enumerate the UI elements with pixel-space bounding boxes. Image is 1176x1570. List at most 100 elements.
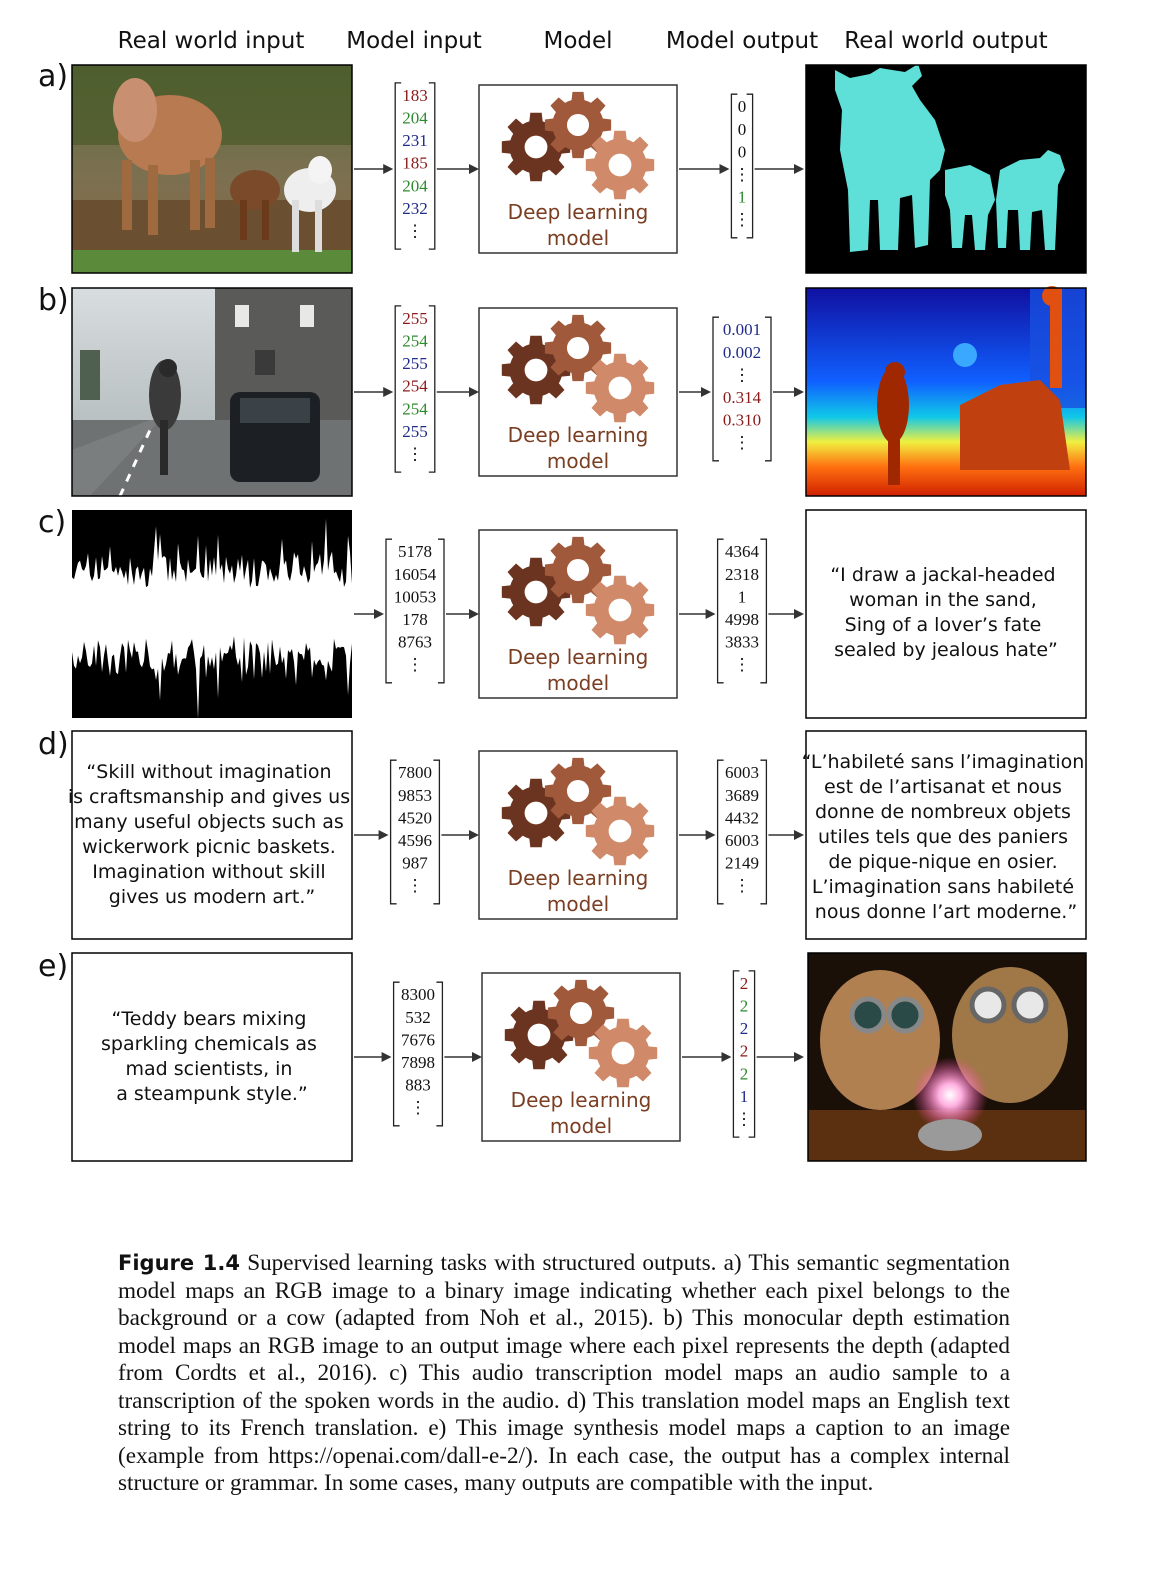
transcription-box: “I draw a jackal-headed woman in the san… <box>805 509 1087 719</box>
teddy-bears-image <box>807 952 1087 1162</box>
vector-entry: ⋮ <box>407 876 424 895</box>
vector-entry: 254 <box>402 332 428 351</box>
vector-entry: ⋮ <box>407 222 424 241</box>
model-output-vector-d: 6003 3689 4432 6003 2149 ⋮ <box>716 759 768 905</box>
bracket-left <box>394 82 402 250</box>
bracket-right <box>748 970 756 1138</box>
input-text-box-d: “Skill without imagination is craftsmans… <box>68 730 353 940</box>
row-labels: a) b) c) d) e) <box>38 59 69 984</box>
vector-entry: 2 <box>740 1042 749 1061</box>
figure-caption: Figure 1.4 Supervised learning tasks wit… <box>118 1250 1010 1498</box>
caption-label: Figure 1.4 <box>118 1251 241 1275</box>
vector-entry: 255 <box>402 309 428 328</box>
column-headings: Real world input Model input Model Model… <box>118 28 1048 54</box>
vector-entry: 4998 <box>725 610 759 629</box>
vector-entry: 0.310 <box>723 411 761 430</box>
bracket-left <box>389 759 397 905</box>
vector-entry: 6003 <box>725 831 759 850</box>
bracket-right <box>428 305 436 473</box>
vector-entry: 8300 <box>401 985 435 1004</box>
audio-waveform <box>72 510 352 719</box>
segmentation-mask <box>805 64 1087 274</box>
model-output-vector-c: 4364 2318 1 4998 3833 ⋮ <box>716 538 768 684</box>
model-output-vector-e: 2 2 2 2 2 1 ⋮ <box>732 970 756 1138</box>
vector-entry: 0 <box>738 142 747 161</box>
col-head-model-output: Model output <box>666 28 818 54</box>
model-label: Deep learning <box>508 866 649 890</box>
vector-entry: 532 <box>405 1008 431 1027</box>
vector-entry: 2 <box>740 997 749 1016</box>
vector-entry: ⋮ <box>736 1110 753 1129</box>
vector-entry: 4432 <box>725 808 759 827</box>
row-label-e: e) <box>38 949 68 984</box>
arrows <box>354 164 804 1062</box>
translation-box: “L’habileté sans l’imagination est de l’… <box>802 730 1091 940</box>
col-head-model: Model <box>543 28 612 54</box>
vector-entry: ⋮ <box>734 655 751 674</box>
vector-entry: 0 <box>738 120 747 139</box>
model-label-sub: model <box>550 1114 612 1138</box>
vector-entry: 2318 <box>725 565 759 584</box>
bracket-left <box>732 970 740 1138</box>
vector-entry: ⋮ <box>410 1098 427 1117</box>
bracket-right <box>433 759 441 905</box>
vector-entry: 183 <box>402 86 428 105</box>
vector-entry: 2 <box>740 1019 749 1038</box>
bracket-left <box>394 305 402 473</box>
vector-entry: 254 <box>402 399 428 418</box>
vector-entry: 4596 <box>398 831 432 850</box>
bracket-left <box>730 93 738 239</box>
vector-entry: 0.001 <box>723 320 761 339</box>
vector-entry: 2149 <box>725 854 759 873</box>
cow-photo <box>71 64 353 274</box>
vector-entry: 2 <box>740 1064 749 1083</box>
col-head-real-world-input: Real world input <box>118 28 305 54</box>
vector-entry: 10053 <box>394 587 437 606</box>
vector-entry: 6003 <box>725 763 759 782</box>
bracket-right <box>428 82 436 250</box>
transcription-text: “I draw a jackal-headed woman in the san… <box>830 564 1061 661</box>
vector-entry: 232 <box>402 199 428 218</box>
vector-entry: 3833 <box>725 633 759 652</box>
vector-entry: 883 <box>405 1076 431 1095</box>
row-label-c: c) <box>38 505 66 540</box>
vector-entry: 204 <box>402 109 428 128</box>
vector-entry: ⋮ <box>734 433 751 452</box>
model-label: Deep learning <box>508 423 649 447</box>
bracket-left <box>716 538 724 684</box>
vector-entry: 2 <box>740 974 749 993</box>
vector-entry: 1 <box>740 1087 749 1106</box>
vector-entry: 3689 <box>725 786 759 805</box>
vector-entry: 231 <box>402 131 428 150</box>
bracket-left <box>385 538 392 684</box>
model-label-sub: model <box>547 226 609 250</box>
bracket-right <box>760 759 768 905</box>
model-label: Deep learning <box>508 645 649 669</box>
depth-map <box>805 286 1087 497</box>
vector-entry: ⋮ <box>734 876 751 895</box>
model-label: Deep learning <box>508 200 649 224</box>
vector-entry: 0.002 <box>723 343 761 362</box>
vector-entry: 1 <box>738 587 747 606</box>
bracket-right <box>746 93 754 239</box>
vector-entry: 5178 <box>398 542 432 561</box>
vector-entry: 4364 <box>725 542 760 561</box>
vector-entry: 185 <box>402 154 428 173</box>
model-label-sub: model <box>547 892 609 916</box>
vector-entry: ⋮ <box>734 165 751 184</box>
vector-entry: 204 <box>402 176 428 195</box>
input-text-e: “Teddy bears mixing sparkling chemicals … <box>101 1008 323 1105</box>
translation-text: “L’habileté sans l’imagination est de l’… <box>802 751 1091 923</box>
bracket-left <box>716 759 724 905</box>
caption-text: Supervised learning tasks with structure… <box>118 1250 1010 1496</box>
vector-entry: ⋮ <box>734 365 751 384</box>
